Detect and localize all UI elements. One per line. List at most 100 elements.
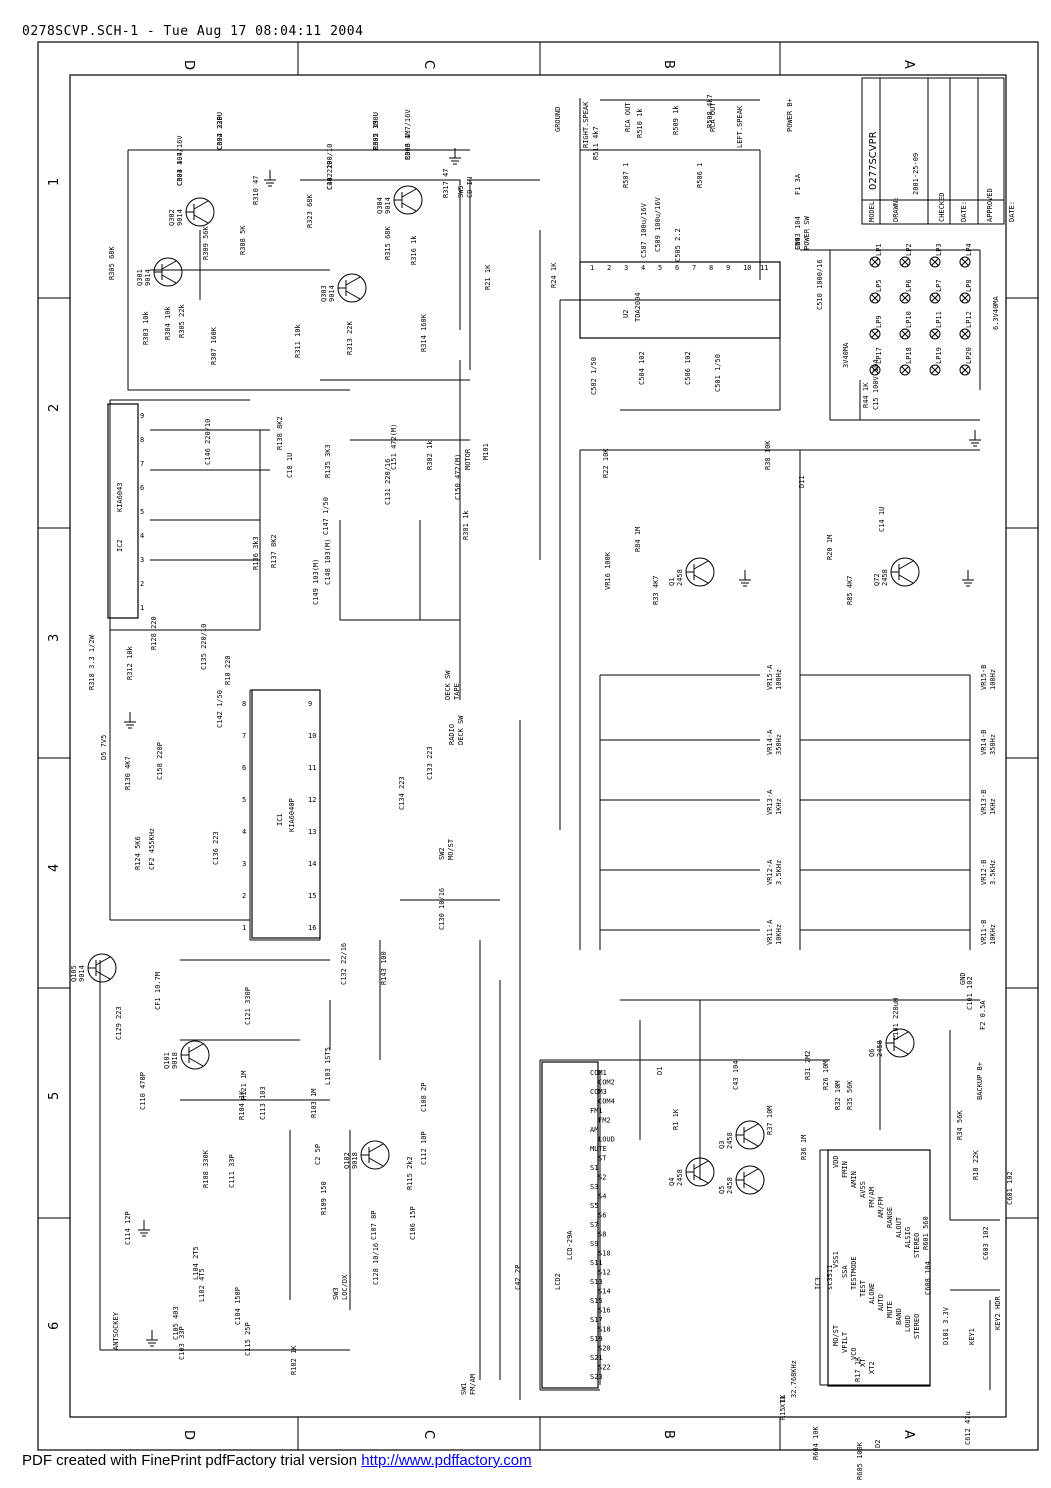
transistor-ref: Q6 — [868, 1049, 876, 1057]
component-label: C507 100u/16V — [640, 202, 648, 258]
ic2-pin: 8 — [140, 436, 144, 444]
lamp: LP2 — [899, 243, 913, 268]
component-label: R103 1M — [310, 1088, 318, 1118]
page-header: 0278SCVP.SCH-1 - Tue Aug 17 08:04:11 200… — [22, 24, 364, 39]
net-label-rca-out1: RCA OUT — [624, 102, 632, 132]
net-label-backup-b: BACKUP B+ — [976, 1062, 984, 1100]
component-label: R315 68K — [384, 225, 392, 260]
ic3-pin-label: XT2 — [868, 1361, 876, 1374]
component-label: R108 330K — [202, 1149, 210, 1188]
switch-label: DECK SW — [457, 715, 465, 745]
lamp-label: LP8 — [965, 279, 973, 292]
component-label: C105 403 — [172, 1306, 180, 1340]
ic2-pin: 9 — [140, 412, 144, 420]
component-label: C103 33P — [178, 1326, 186, 1360]
u2-pin: 9 — [726, 264, 730, 272]
lamp: LP11 — [929, 311, 943, 340]
component-label: R311 10k — [294, 323, 302, 358]
ic1-pin: 8 — [242, 700, 246, 708]
component-label: C506 102 — [684, 351, 692, 385]
component-label: R323 68K — [306, 193, 314, 228]
component-label: R507 1 — [622, 163, 630, 188]
lamp-label: LP10 — [905, 311, 913, 328]
transistor-ref: Q301 — [136, 269, 144, 286]
lamp-label: LP20 — [965, 347, 973, 364]
net-label-ground: GROUND — [554, 107, 562, 132]
transistor-part: 2458 — [726, 1132, 734, 1149]
lcd-pin-label: S11 — [590, 1259, 603, 1267]
wiring — [99, 98, 1000, 1400]
ic-ic1-part: KIA6040P — [288, 798, 296, 832]
ic3-pin-label: TEST — [859, 1279, 867, 1297]
lcd-pin-label: S20 — [598, 1345, 611, 1353]
eq-ref: VR11-A — [766, 919, 774, 945]
net-label-gnd: GND — [959, 972, 967, 985]
u2-pin: 6 — [675, 264, 679, 272]
tb-model-label: MODEL — [868, 201, 876, 222]
lcd-pin-label: S13 — [590, 1278, 603, 1286]
lcd-pin-label: S8 — [598, 1231, 606, 1239]
pdf-footer: PDF created with FinePrint pdfFactory tr… — [22, 1452, 532, 1469]
eq-ref: VR15-B — [980, 665, 988, 690]
lamp: LP10 — [899, 311, 913, 340]
ic3-pin-label: RANGE — [886, 1207, 894, 1228]
component-label: C601 102 — [1006, 1171, 1014, 1205]
ic-ic3-ref: IC3 — [814, 1277, 822, 1290]
component-label: C148 103(M) — [324, 539, 332, 585]
u2-pin: 11 — [760, 264, 768, 272]
lcd-pin-label: COM3 — [590, 1088, 607, 1096]
eq-freq: 10KHz — [989, 924, 997, 945]
component-label: L101 220uH — [892, 998, 900, 1040]
component-label: R102 1K — [290, 1345, 298, 1375]
tb-drawn-label: DRAWN: — [892, 197, 900, 222]
component-label: R302 1k — [426, 440, 434, 470]
transistor-ref: Q4 — [668, 1178, 676, 1186]
component-label: C603 102 — [982, 1226, 990, 1260]
component-label: R31 2M2 — [804, 1050, 812, 1080]
component-label: R32 10M — [834, 1080, 842, 1110]
footer-link[interactable]: http://www.pdffactory.com — [361, 1452, 532, 1469]
transistor-ref: Q3 — [718, 1141, 726, 1149]
component-label: C612 47u — [964, 1411, 972, 1445]
transistor-part: 9014 — [144, 269, 152, 286]
component-label: C604 104 — [176, 152, 184, 186]
ic2-pin: 1 — [140, 604, 144, 612]
lcd-pin-label: S19 — [590, 1335, 603, 1343]
component-label: R85 4K7 — [846, 575, 854, 605]
border-row-left: 5 — [47, 1092, 62, 1100]
component-label: R22 10K — [602, 448, 610, 478]
transistor-ref: Q101 — [163, 1052, 171, 1069]
component-label: R318 3.3 1/2W — [88, 634, 96, 690]
u2-pin: 5 — [658, 264, 662, 272]
ic1-pin: 10 — [308, 732, 316, 740]
eq-freq: 1KHz — [989, 798, 997, 815]
switch-ref: SW5 — [457, 185, 465, 198]
lcd-pin-label: S10 — [598, 1250, 611, 1258]
ic2-pin: 3 — [140, 556, 144, 564]
component-label: C608 104 — [924, 1261, 932, 1295]
u2-pin: 3 — [624, 264, 628, 272]
u2-pin: 2 — [607, 264, 611, 272]
lamp: LP6 — [899, 279, 913, 304]
component-label: D2 — [874, 1440, 882, 1448]
transistor-ref: Q105 — [70, 965, 78, 982]
component-label: R26 10M — [822, 1060, 830, 1090]
ic1-pin: 14 — [308, 860, 316, 868]
ic1-pin: 16 — [308, 924, 316, 932]
lamp-label: LP7 — [935, 279, 943, 292]
border-row-left: 3 — [47, 634, 62, 642]
ic3-pin-label: ALONE — [868, 1283, 876, 1304]
transistor-ref: Q102 — [343, 1152, 351, 1169]
ic2-pin: 5 — [140, 508, 144, 516]
component-label: R307 160K — [210, 326, 218, 365]
lamp-label: LP4 — [965, 243, 973, 256]
ic1-pin: 6 — [242, 764, 246, 772]
border-col-top: D — [181, 60, 196, 70]
ic-ic2-part: KIA6043 — [116, 482, 124, 512]
transistor-ref: Q303 — [320, 285, 328, 302]
u2-pin: 4 — [641, 264, 645, 272]
eq-ref: VR12-A — [766, 859, 774, 885]
